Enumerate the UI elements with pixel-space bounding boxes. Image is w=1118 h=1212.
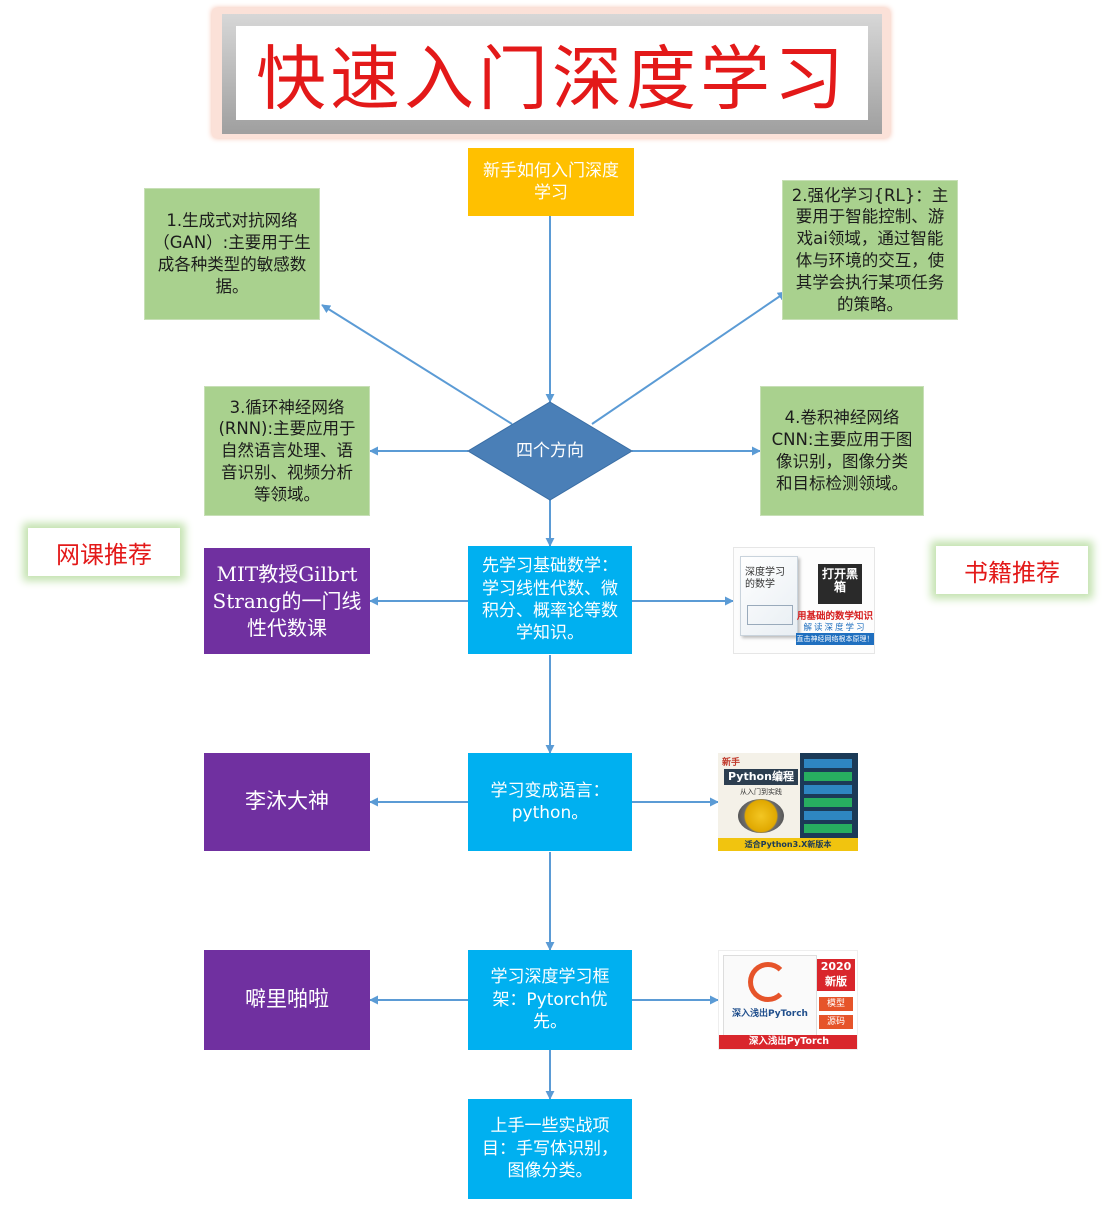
course-bilibili: 噼里啪啦	[204, 950, 370, 1050]
book-cover-pytorch: 深入浅出PyTorch 2020新版 模型 源码 深入浅出PyTorch	[718, 950, 858, 1050]
book2-sub: 从入门到实践	[740, 788, 782, 796]
book1-note: 直击神经网络根本原理！	[796, 633, 874, 645]
book1-title: 深度学习的数学	[745, 567, 785, 590]
step-project: 上手一些实战项目：手写体识别，图像分类。	[468, 1099, 632, 1199]
book-cover-python-crash-course: 新手 Python编程 从入门到实践 适合Python3.X新版本	[718, 753, 858, 851]
book3-title: 深入浅出PyTorch	[732, 1009, 808, 1019]
course-recommend-tag: 网课推荐	[28, 528, 180, 576]
arrow-hub-to-rl	[591, 291, 787, 425]
book3-tag-model: 模型	[819, 997, 853, 1011]
page-title: 快速入门深度学习	[236, 26, 868, 120]
book3-tag-source: 源码	[819, 1015, 853, 1029]
step-python: 学习变成语言：python。	[468, 753, 632, 851]
course-mit-linear-algebra: MIT教授Gilbrt Strang的一门线性代数课	[204, 548, 370, 654]
book3-banner: 深入浅出PyTorch	[719, 1035, 857, 1049]
book2-banner: 适合Python3.X新版本	[718, 838, 858, 851]
arrow-hub-to-gan	[321, 304, 513, 425]
step-pytorch: 学习深度学习框架：Pytorch优先。	[468, 950, 632, 1050]
book2-title: Python编程	[724, 769, 798, 785]
book1-headline: 用基础的数学知识	[796, 611, 873, 622]
direction-rl: 2.强化学习{RL}：主要用于智能控制、游戏ai领域，通过智能体与环境的交互，使…	[782, 180, 958, 320]
course-limu: 李沐大神	[204, 753, 370, 851]
book2-series: 新手	[722, 758, 741, 768]
book-recommend-tag: 书籍推荐	[936, 546, 1088, 594]
direction-gan: 1.生成式对抗网络（GAN）:主要用于生成各种类型的敏感数据。	[144, 188, 320, 320]
step-math: 先学习基础数学：学习线性代数、微积分、概率论等数学知识。	[468, 546, 632, 654]
start-node: 新手如何入门深度学习	[468, 148, 634, 216]
book3-badge: 2020新版	[817, 959, 855, 991]
book1-sub: 解读深度学习	[803, 623, 867, 633]
directions-hub-label: 四个方向	[516, 440, 584, 461]
direction-cnn: 4.卷积神经网络CNN:主要应用于图像识别，图像分类和目标检测领域。	[760, 386, 924, 516]
book1-box-text: 打开黑箱	[822, 567, 859, 595]
direction-rnn: 3.循环神经网络(RNN):主要应用于自然语言处理、语音识别、视频分析等领域。	[204, 386, 370, 516]
book-cover-math-for-dl: 深度学习的数学 打开黑箱 用基础的数学知识 解读深度学习 直击神经网络根本原理！	[733, 547, 875, 654]
directions-hub-diamond	[467, 401, 633, 501]
